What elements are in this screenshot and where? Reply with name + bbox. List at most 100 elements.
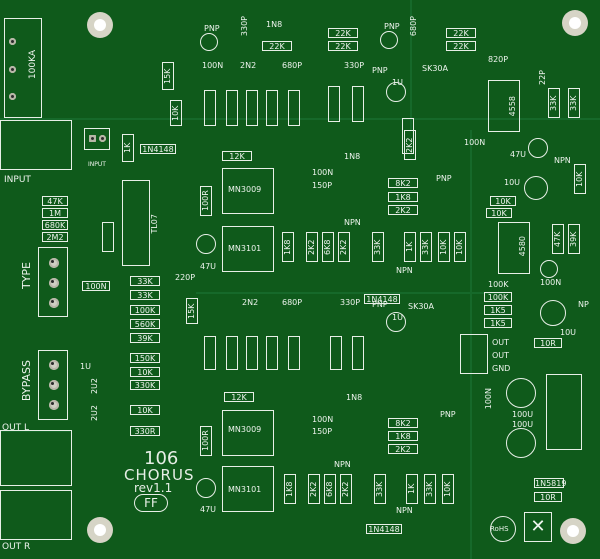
pad: [9, 93, 16, 100]
transistor: [200, 33, 218, 51]
transistor-label: PNP: [440, 410, 456, 419]
resistor: 33K: [420, 232, 432, 262]
resistor: 22K: [446, 28, 476, 38]
resistor: 100K: [130, 305, 160, 315]
ic-label: 4558: [508, 96, 517, 117]
output-header-label: GND: [492, 364, 511, 373]
type-label: TYPE: [20, 262, 33, 290]
capacitor-label: 10U: [504, 178, 521, 187]
transistor-label: NPN: [396, 266, 413, 275]
resistor: 47K: [42, 196, 68, 206]
clock-ic: [222, 226, 274, 272]
out-l-label: OUT L: [2, 423, 30, 433]
resistor: 22K: [446, 41, 476, 51]
resistor: 6K8: [324, 474, 336, 504]
out-l-jack-footprint: [0, 430, 72, 486]
resistor: 10K: [490, 196, 516, 206]
capacitor-label: 100U: [512, 410, 534, 419]
resistor: 39K: [130, 333, 160, 343]
copper-trace: [410, 0, 412, 130]
resistor: 10R: [534, 492, 562, 502]
resistor: 22K: [328, 41, 358, 51]
brand-logo: FF: [134, 494, 168, 512]
rohs-logo: [490, 516, 516, 542]
capacitor-label: 680P: [282, 298, 303, 307]
transistor: [380, 31, 398, 49]
resistor: 150K: [130, 353, 160, 363]
resistor: 100K: [484, 292, 512, 302]
pad: [9, 66, 16, 73]
capacitor: 100N: [82, 281, 110, 291]
diode: 1N5819: [534, 478, 567, 488]
resistor: 10K: [574, 164, 586, 194]
capacitor-label: 330P: [344, 61, 365, 70]
resistor: 33K: [568, 88, 580, 118]
resistor: 100R: [200, 186, 212, 216]
input-jack-footprint: [0, 120, 72, 170]
resistor: 1K8: [284, 474, 296, 504]
capacitor: [386, 82, 406, 102]
copper-trace: [196, 292, 506, 294]
resistor: 33K: [372, 232, 384, 262]
resistor: 22K: [262, 41, 292, 51]
capacitor-label: 47U: [510, 150, 527, 159]
capacitor-label: 330P: [340, 298, 361, 307]
capacitor-label: 47U: [200, 505, 217, 514]
capacitor-label: 1U: [80, 362, 91, 371]
resistor: 1K: [404, 232, 416, 262]
mounting-hole: [560, 518, 586, 544]
capacitor-label: 100N: [540, 278, 562, 287]
transistor-label: PNP: [436, 174, 452, 183]
capacitor: [386, 312, 406, 332]
resistor: 100R: [200, 426, 212, 456]
capacitor-label: 2U2: [90, 405, 99, 422]
transistor-label: NPN: [396, 506, 413, 515]
capacitor-label: 100N: [202, 61, 224, 70]
diode: 1N4148: [364, 294, 400, 304]
resistor: [266, 90, 278, 126]
capacitor-label: 680P: [409, 16, 418, 37]
resistor: 10K: [442, 474, 454, 504]
resistor: 10K: [130, 405, 160, 415]
resistor: 22K: [328, 28, 358, 38]
diode: 1N4148: [140, 144, 176, 154]
mounting-hole: [87, 12, 113, 38]
transistor-label: PNP: [372, 300, 388, 309]
resistor: 1K8: [388, 431, 418, 441]
input-header-label: INPUT: [88, 161, 106, 168]
resistor: 560K: [130, 319, 160, 329]
resistor: 10K: [438, 232, 450, 262]
transistor-label: NPN: [334, 460, 351, 469]
diode-label: SK30A: [408, 302, 434, 311]
transistor-label: PNP: [204, 24, 220, 33]
output-header-label: OUT: [492, 338, 510, 347]
ic-label: TL07: [150, 214, 159, 234]
resistor: [330, 336, 342, 370]
resistor: 2K2: [388, 444, 418, 454]
capacitor-label: 220P: [175, 273, 196, 282]
input-header: [84, 128, 110, 150]
resistor: 8K2: [388, 178, 418, 188]
resistor: [288, 336, 300, 370]
ic-label: MN3009: [228, 425, 262, 434]
bypass-label: BYPASS: [20, 360, 33, 402]
opamp-ic: [122, 180, 150, 266]
pad: [49, 278, 59, 288]
pad: [49, 360, 59, 370]
bypass-switch-footprint: [38, 350, 68, 420]
capacitor-label: 1N8: [344, 152, 361, 161]
transistor-label: NPN: [344, 218, 361, 227]
board-subtitle: CHORUS: [124, 466, 195, 484]
transistor-label: PNP: [372, 66, 388, 75]
resistor: 6K8: [322, 232, 334, 262]
board-revision: rev1.1: [134, 481, 173, 495]
pad: [49, 400, 59, 410]
electrolytic-capacitor: [506, 428, 536, 458]
capacitor-label: 1N8: [266, 20, 283, 29]
electrolytic-capacitor: [540, 300, 566, 326]
resistor: 1K8: [388, 192, 418, 202]
pad: [89, 135, 96, 142]
capacitor-label: 1N8: [346, 393, 363, 402]
bbd-ic: [222, 168, 274, 214]
capacitor-label: 10U: [560, 328, 577, 337]
